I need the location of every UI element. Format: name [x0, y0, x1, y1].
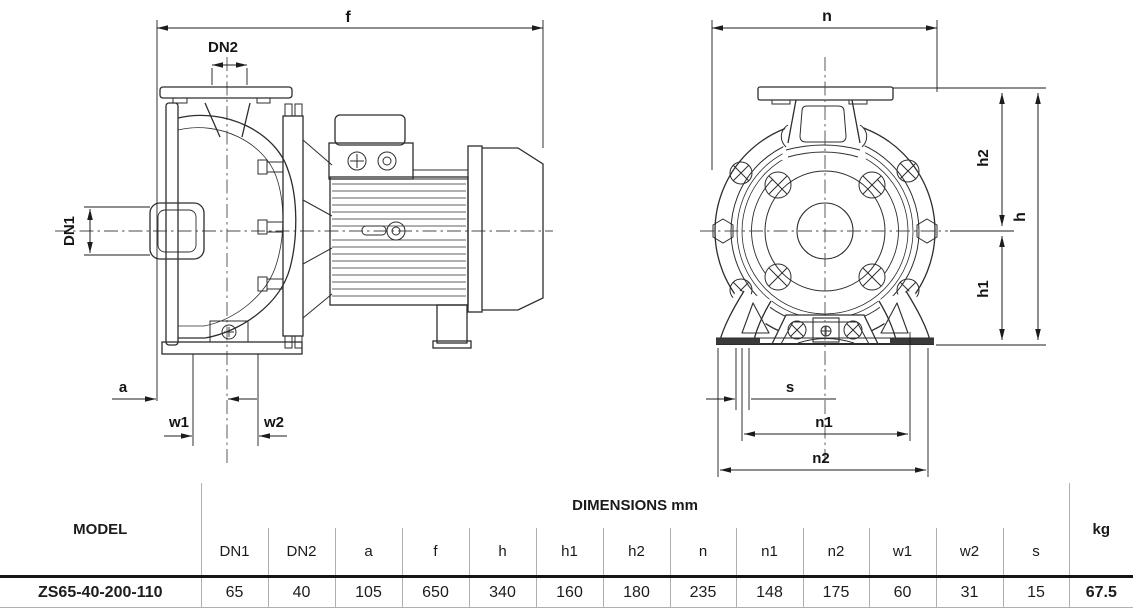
value-h: 340	[469, 575, 537, 608]
table-header-row-1: MODEL DIMENSIONS mm kg	[0, 483, 1133, 577]
side-view	[55, 57, 553, 464]
dim-label-h: h	[1012, 212, 1029, 222]
dim-label-h1: h1	[975, 280, 992, 298]
table-header-row-2: DN1 DN2 a f h h1 h2 n n1 n2 w1 w2 s	[0, 528, 1133, 577]
col-header-h2: h2	[603, 528, 671, 577]
side-view-labels: f DN2 DN1 a w1 w2	[61, 9, 351, 431]
table-row: ZS65-40-200-110 65 40 105 650 340 160 18…	[0, 575, 1133, 608]
side-view-dimensions	[84, 20, 544, 446]
col-header-n: n	[670, 528, 737, 577]
value-n: 235	[670, 575, 737, 608]
model-cell: ZS65-40-200-110	[0, 575, 202, 608]
dim-label-w1: w1	[168, 414, 189, 431]
front-view	[700, 57, 948, 466]
col-header-w2: w2	[936, 528, 1004, 577]
col-header-n1: n1	[736, 528, 804, 577]
value-dn2: 40	[268, 575, 336, 608]
casing-bolts	[764, 171, 886, 291]
col-header-h: h	[469, 528, 537, 577]
front-view-labels: n h2 h1 h s n1 n2	[786, 8, 1029, 467]
value-f: 650	[402, 575, 470, 608]
col-header-h1: h1	[536, 528, 604, 577]
value-s: 15	[1003, 575, 1070, 608]
model-header: MODEL	[0, 483, 202, 577]
kg-header: kg	[1092, 520, 1111, 538]
value-w2: 31	[936, 575, 1004, 608]
front-view-dimensions	[706, 20, 1046, 477]
centerlines-front	[700, 57, 948, 466]
dimensions-header: DIMENSIONS mm	[201, 483, 1070, 528]
dimensions-table: MODEL DIMENSIONS mm kg DN1 DN2 a f h h1 …	[0, 483, 1133, 608]
dim-label-dn1: DN1	[61, 216, 78, 246]
pump-dimensional-drawing: f DN2 DN1 a w1 w2	[55, 8, 1046, 477]
value-a: 105	[335, 575, 403, 608]
dim-label-f: f	[345, 9, 351, 26]
value-n2: 175	[803, 575, 870, 608]
value-n1: 148	[736, 575, 804, 608]
col-header-s: s	[1003, 528, 1070, 577]
value-w1: 60	[869, 575, 937, 608]
col-header-f: f	[402, 528, 470, 577]
value-h1: 160	[536, 575, 604, 608]
dim-label-n: n	[822, 8, 832, 25]
col-header-dn1: DN1	[201, 528, 269, 577]
dim-label-n2: n2	[812, 450, 830, 467]
col-header-dn2: DN2	[268, 528, 336, 577]
kg-cell: 67.5	[1069, 575, 1133, 608]
dim-label-h2: h2	[975, 149, 992, 167]
value-h2: 180	[603, 575, 671, 608]
technical-drawing-area: f DN2 DN1 a w1 w2	[55, 8, 1046, 477]
col-header-n2: n2	[803, 528, 870, 577]
dim-label-dn2: DN2	[208, 39, 238, 56]
dim-label-s: s	[786, 379, 794, 396]
centerlines-side	[55, 57, 553, 464]
dim-label-a: a	[119, 379, 128, 396]
adapter-bolts	[257, 159, 284, 292]
dim-label-w2: w2	[263, 414, 284, 431]
col-header-w1: w1	[869, 528, 937, 577]
value-dn1: 65	[201, 575, 269, 608]
col-header-a: a	[335, 528, 403, 577]
dim-label-n1: n1	[815, 414, 833, 431]
